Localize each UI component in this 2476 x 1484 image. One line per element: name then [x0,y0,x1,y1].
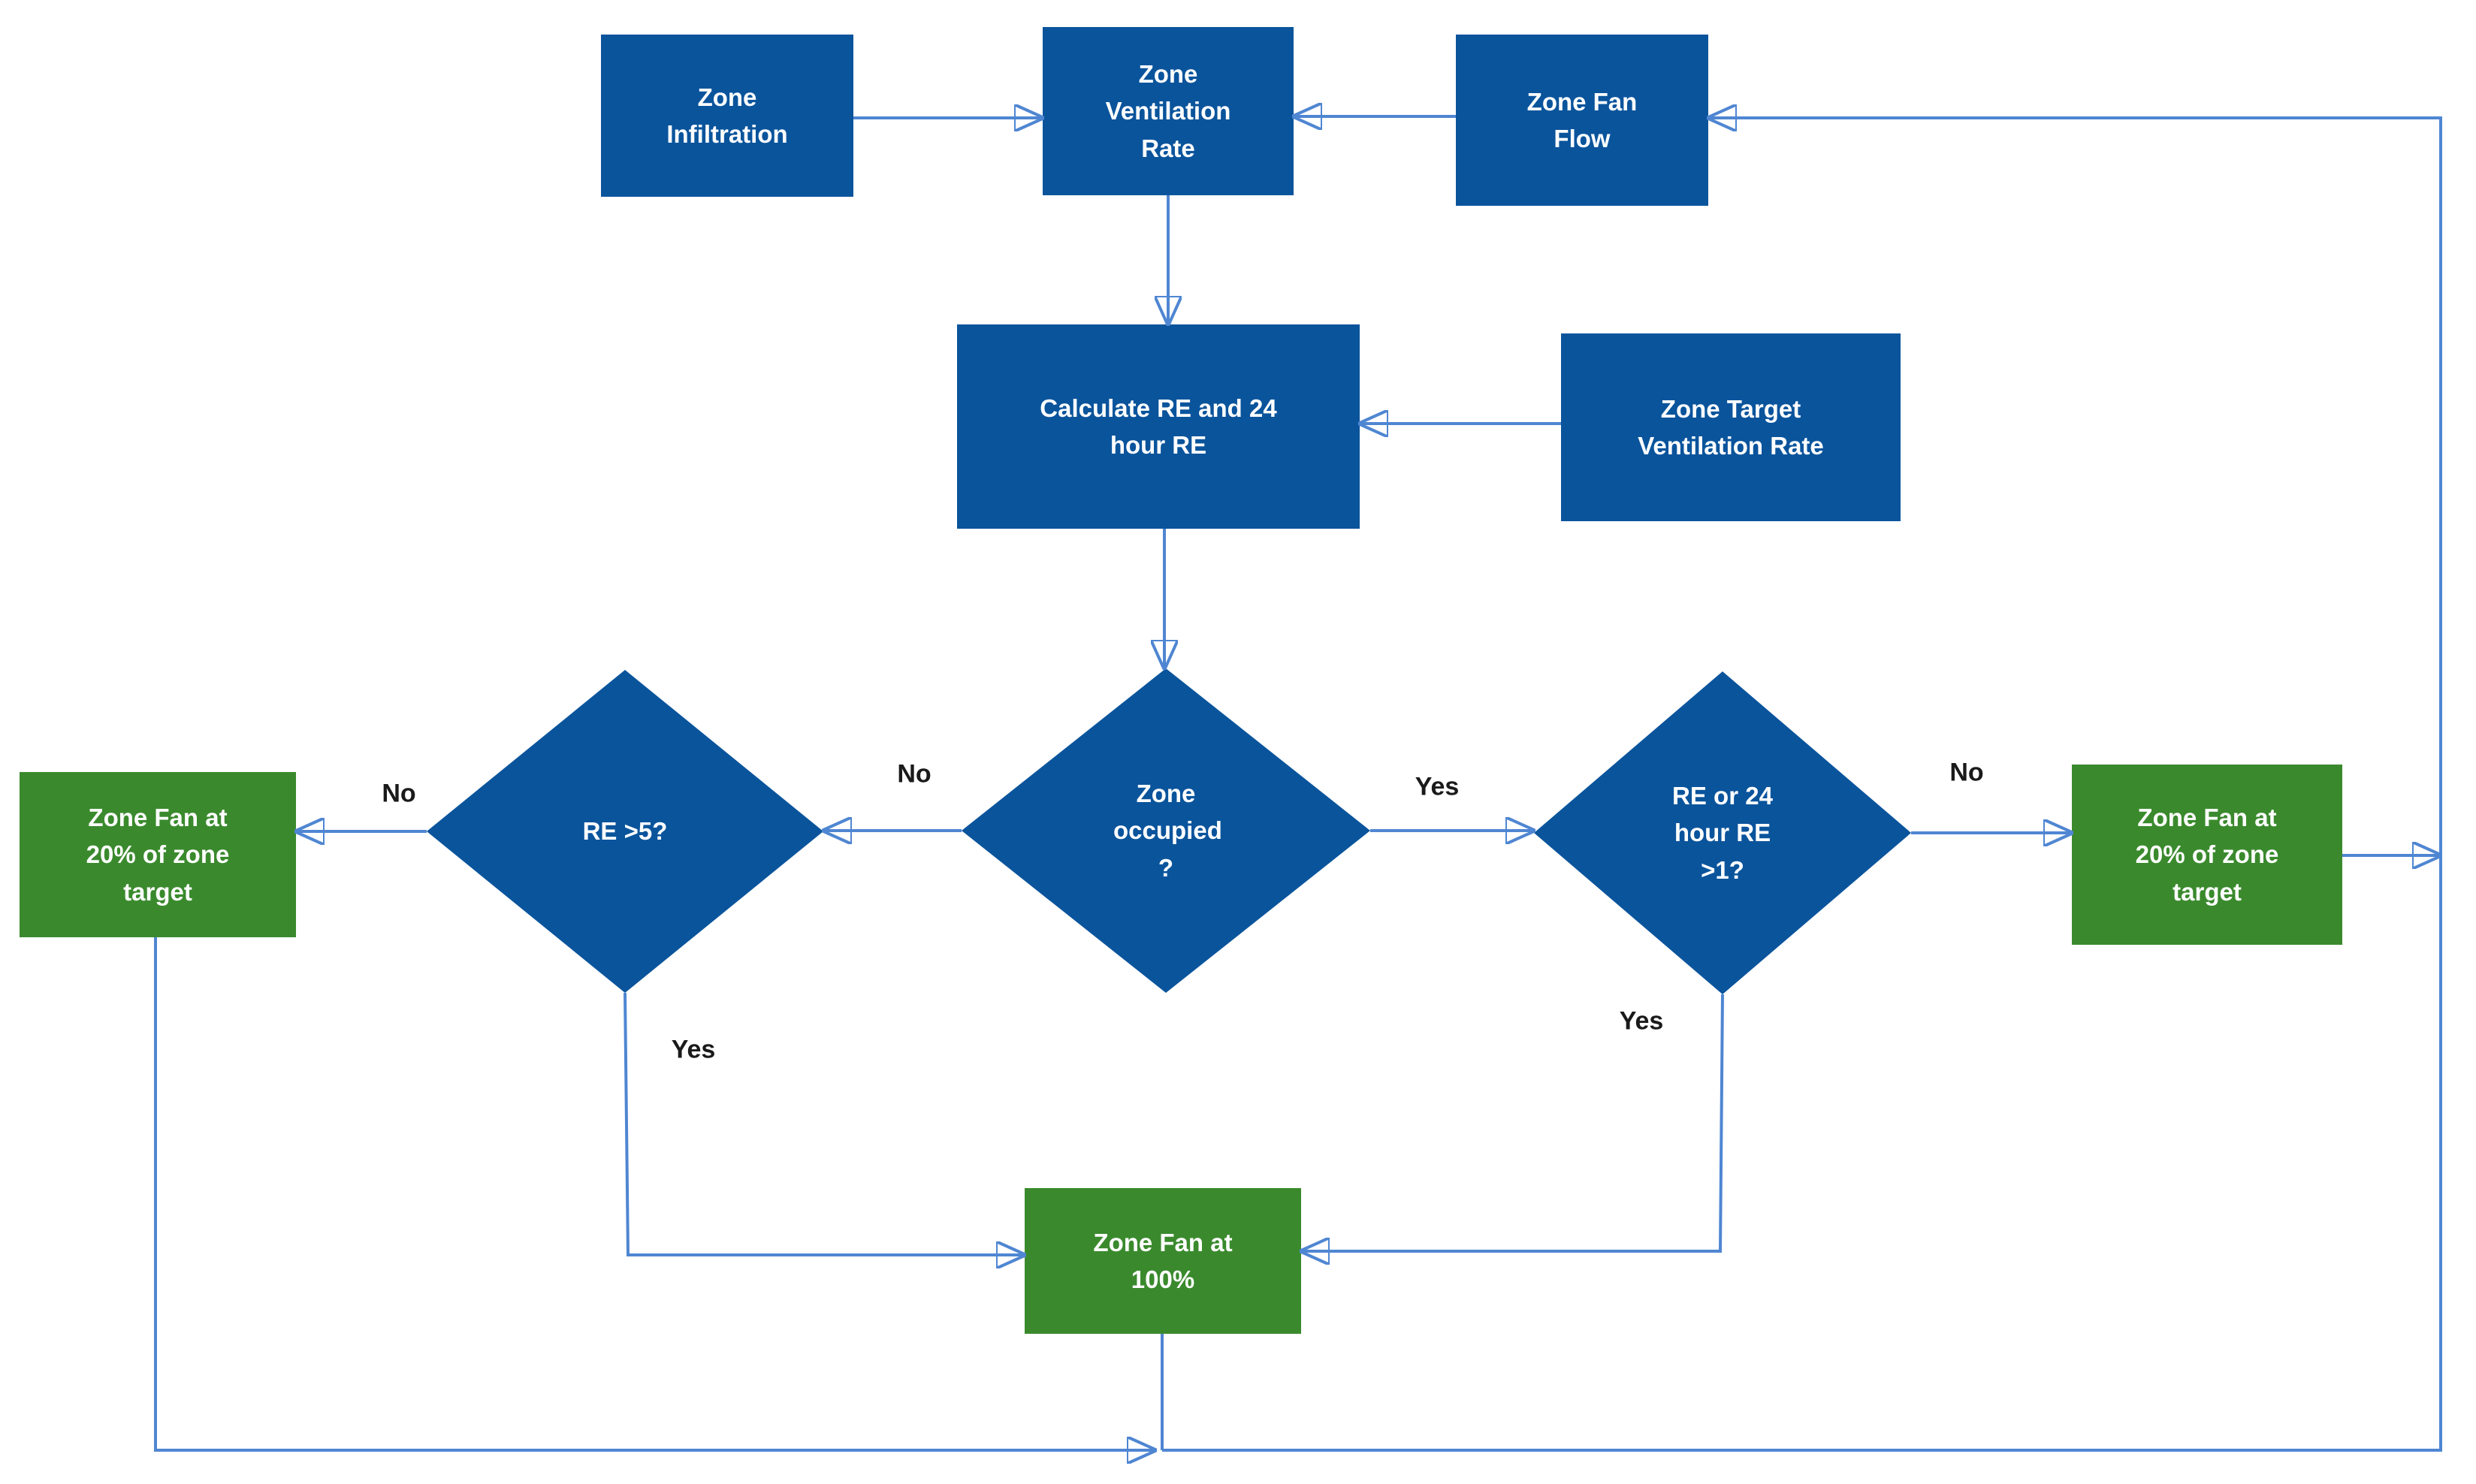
edge-label-no-re24-exit: No [1949,758,1984,787]
edge-label-no-occupied-to-re5: No [897,759,932,789]
node-re-or-24hr-re-gt-1: RE or 24 hour RE >1? [1534,671,1911,994]
edge-label-yes-re5-down: Yes [671,1035,716,1064]
node-label: RE or 24 hour RE >1? [1672,781,1773,884]
edge-label-yes-re24-down: Yes [1619,1006,1664,1036]
node-label: Zone Fan Flow [1526,87,1638,153]
node-zone-fan-20-left: Zone Fan at 20% of zone target [20,772,296,937]
connector-fan20left-to-bottom-loop [154,937,1155,1450]
node-zone-target-ventilation-rate: Zone Target Ventilation Rate [1561,333,1901,521]
node-label: Zone Fan at 20% of zone target [86,803,230,906]
node-calculate-re: Calculate RE and 24 hour RE [957,324,1360,529]
node-zone-ventilation-rate: Zone Ventilation Rate [1043,27,1294,195]
node-zone-fan-20-right: Zone Fan at 20% of zone target [2072,765,2342,945]
node-label: Zone Target Ventilation Rate [1638,394,1824,460]
node-re-gt-5: RE >5? [427,670,823,993]
node-label: Zone Infiltration [666,83,788,149]
connector-re5-to-fan100-yes [624,992,1025,1255]
node-zone-occupied: Zone occupied ? [962,668,1370,993]
edge-label-yes-occupied-to-re24: Yes [1415,772,1460,801]
node-zone-fan-100: Zone Fan at 100% [1025,1188,1301,1334]
node-label: Zone Ventilation Rate [1105,59,1231,162]
node-zone-fan-flow: Zone Fan Flow [1456,35,1708,206]
edge-label-no-re5-exit: No [382,779,416,808]
node-label: Calculate RE and 24 hour RE [1040,394,1277,460]
node-label: RE >5? [582,817,668,846]
node-label: Zone Fan at 100% [1093,1228,1233,1294]
node-label: Zone occupied ? [1113,779,1222,882]
node-zone-infiltration: Zone Infiltration [601,35,853,197]
node-label: Zone Fan at 20% of zone target [2135,803,2279,906]
